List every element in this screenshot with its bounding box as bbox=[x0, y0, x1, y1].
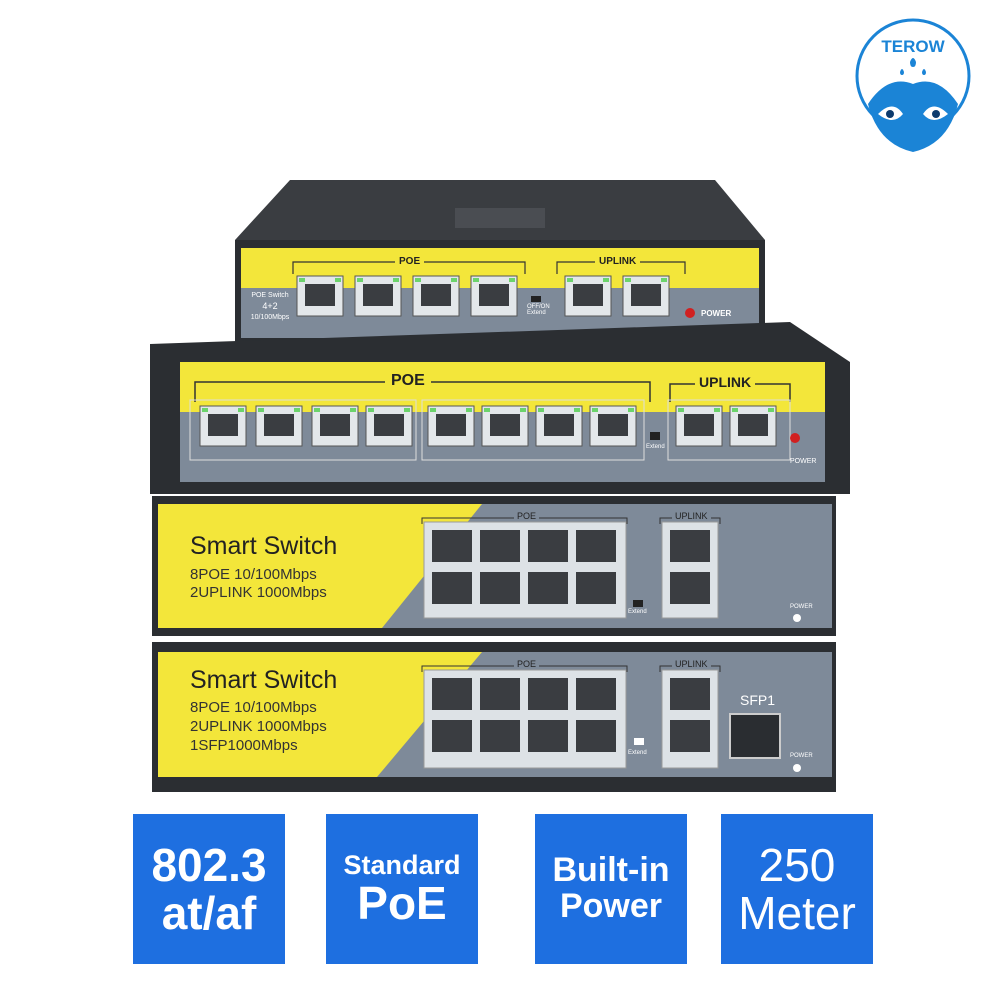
badge-line-2: Power bbox=[559, 887, 663, 925]
power-label: POWER bbox=[790, 753, 813, 759]
spec-line-2: 2UPLINK 1000Mbps bbox=[190, 718, 327, 735]
spec-line-2: 2UPLINK 1000Mbps bbox=[190, 584, 327, 601]
model-label: POE Switch 4+2 10/100Mbps bbox=[243, 290, 297, 323]
badge-built-in-power: Built-in Power bbox=[535, 814, 687, 964]
poe-label: POE bbox=[395, 256, 425, 267]
uplink-label: UPLINK bbox=[595, 256, 641, 267]
spec-line-1: 8POE 10/100Mbps bbox=[190, 566, 317, 583]
badge-250-meter: 250 Meter bbox=[721, 814, 873, 964]
logo-text: TEROW bbox=[881, 37, 945, 56]
spec-line-3: 1SFP1000Mbps bbox=[190, 737, 298, 754]
switch-second: POE UPLINK Extend POWER bbox=[150, 322, 850, 494]
extend-label: OFF/ON Extend bbox=[527, 304, 550, 316]
poe-label: POE bbox=[385, 372, 431, 390]
model-line-1: POE Switch bbox=[251, 292, 289, 299]
badge-standard-80232: 802.3 at/af bbox=[133, 814, 285, 964]
uplink-label: UPLINK bbox=[672, 659, 711, 669]
product-title: Smart Switch bbox=[190, 532, 338, 560]
sfp-label: SFP1 bbox=[740, 692, 776, 708]
extend-label: Extend bbox=[646, 444, 665, 450]
power-label: POWER bbox=[790, 604, 813, 610]
badge-line-2: at/af bbox=[161, 887, 257, 939]
badge-line-2: PoE bbox=[357, 877, 447, 930]
extend-label: Extend bbox=[628, 750, 647, 756]
power-label: POWER bbox=[701, 309, 732, 318]
extend-label: Extend bbox=[628, 609, 647, 615]
spec-line-1: 8POE 10/100Mbps bbox=[190, 699, 317, 716]
model-line-2: 4+2 bbox=[262, 301, 278, 311]
switch-bottom: Smart Switch 8POE 10/100Mbps 2UPLINK 100… bbox=[152, 642, 836, 792]
power-label: POWER bbox=[790, 458, 817, 465]
product-title: Smart Switch bbox=[190, 666, 338, 694]
model-line-3: 10/100Mbps bbox=[250, 314, 290, 321]
uplink-label: UPLINK bbox=[695, 374, 756, 390]
badge-line-1: Standard bbox=[343, 849, 461, 880]
switch-top: POE Switch 4+2 10/100Mbps POE UPLINK OFF… bbox=[235, 180, 765, 345]
badge-standard-poe: Standard PoE bbox=[326, 814, 478, 964]
switch-third: Smart Switch 8POE 10/100Mbps 2UPLINK 100… bbox=[152, 496, 836, 636]
brand-logo: TEROW bbox=[848, 14, 978, 164]
poe-label: POE bbox=[514, 659, 540, 669]
uplink-label: UPLINK bbox=[672, 511, 711, 521]
badge-line-1: 802.3 bbox=[151, 838, 267, 891]
poe-label: POE bbox=[514, 511, 540, 521]
badge-line-1: 250 bbox=[758, 838, 836, 891]
badge-line-1: Built-in bbox=[552, 851, 670, 890]
badge-line-2: Meter bbox=[738, 887, 856, 939]
